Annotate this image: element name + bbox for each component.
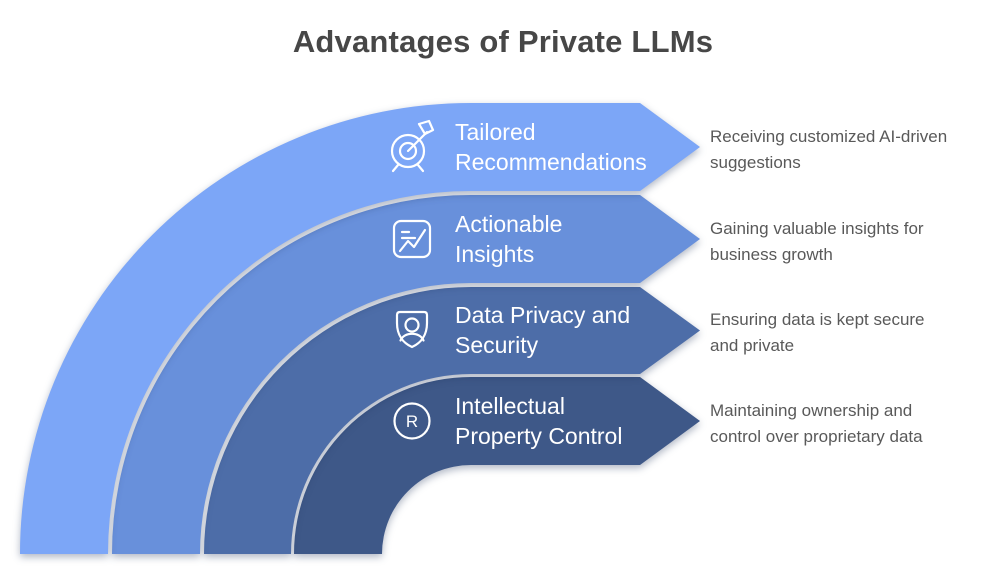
- ribbon-3-label: Data Privacy and Security: [455, 302, 631, 358]
- ribbon-3-shape: [204, 287, 700, 554]
- registered-mark-letter: R: [406, 412, 418, 431]
- target-dart-icon: [384, 119, 440, 175]
- shield-user-icon: [384, 302, 440, 358]
- ribbon-2-label: Actionable Insights: [455, 211, 563, 267]
- ribbon-4-description: Maintaining ownership and control over p…: [710, 401, 923, 446]
- ribbon-1-shape: [20, 103, 700, 554]
- ribbon-1-label: Tailored Recommendations: [455, 119, 647, 175]
- chart-insights-icon: [384, 211, 440, 267]
- ribbon-4-label: Intellectual Property Control: [455, 393, 623, 449]
- ribbon-2-description: Gaining valuable insights for business g…: [710, 219, 924, 264]
- ribbon-3-description: Ensuring data is kept secure and private: [710, 310, 925, 355]
- ribbon-2-shape: [112, 195, 700, 554]
- page-title: Advantages of Private LLMs: [292, 24, 714, 59]
- ribbon-1-description: Receiving customized AI-driven suggestio…: [710, 127, 948, 172]
- registered-mark-icon: R: [384, 393, 440, 449]
